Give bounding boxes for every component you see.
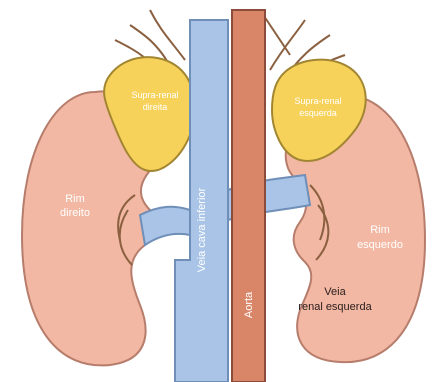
left-adrenal-label-line1: Supra-renal: [294, 96, 341, 106]
left-kidney-label-line2: esquerdo: [357, 239, 403, 251]
right-kidney-label-line2: direito: [60, 207, 90, 219]
ivc-label: Veia cava inferior: [196, 187, 208, 272]
right-adrenal-label-line1: Supra-renal: [131, 90, 178, 100]
aorta: [232, 10, 265, 382]
right-renal-vein: [140, 207, 190, 245]
aorta-label: Aorta: [243, 291, 255, 318]
left-renal-vein-label-line2: renal esquerda: [298, 301, 372, 313]
left-renal-vein-label-line1: Veia: [324, 286, 346, 298]
right-kidney-label-line1: Rim: [65, 193, 85, 205]
left-adrenal-label-line2: esquerda: [299, 108, 337, 118]
right-adrenal-label-line2: direita: [143, 102, 168, 112]
left-kidney-label-line1: Rim: [370, 224, 390, 236]
